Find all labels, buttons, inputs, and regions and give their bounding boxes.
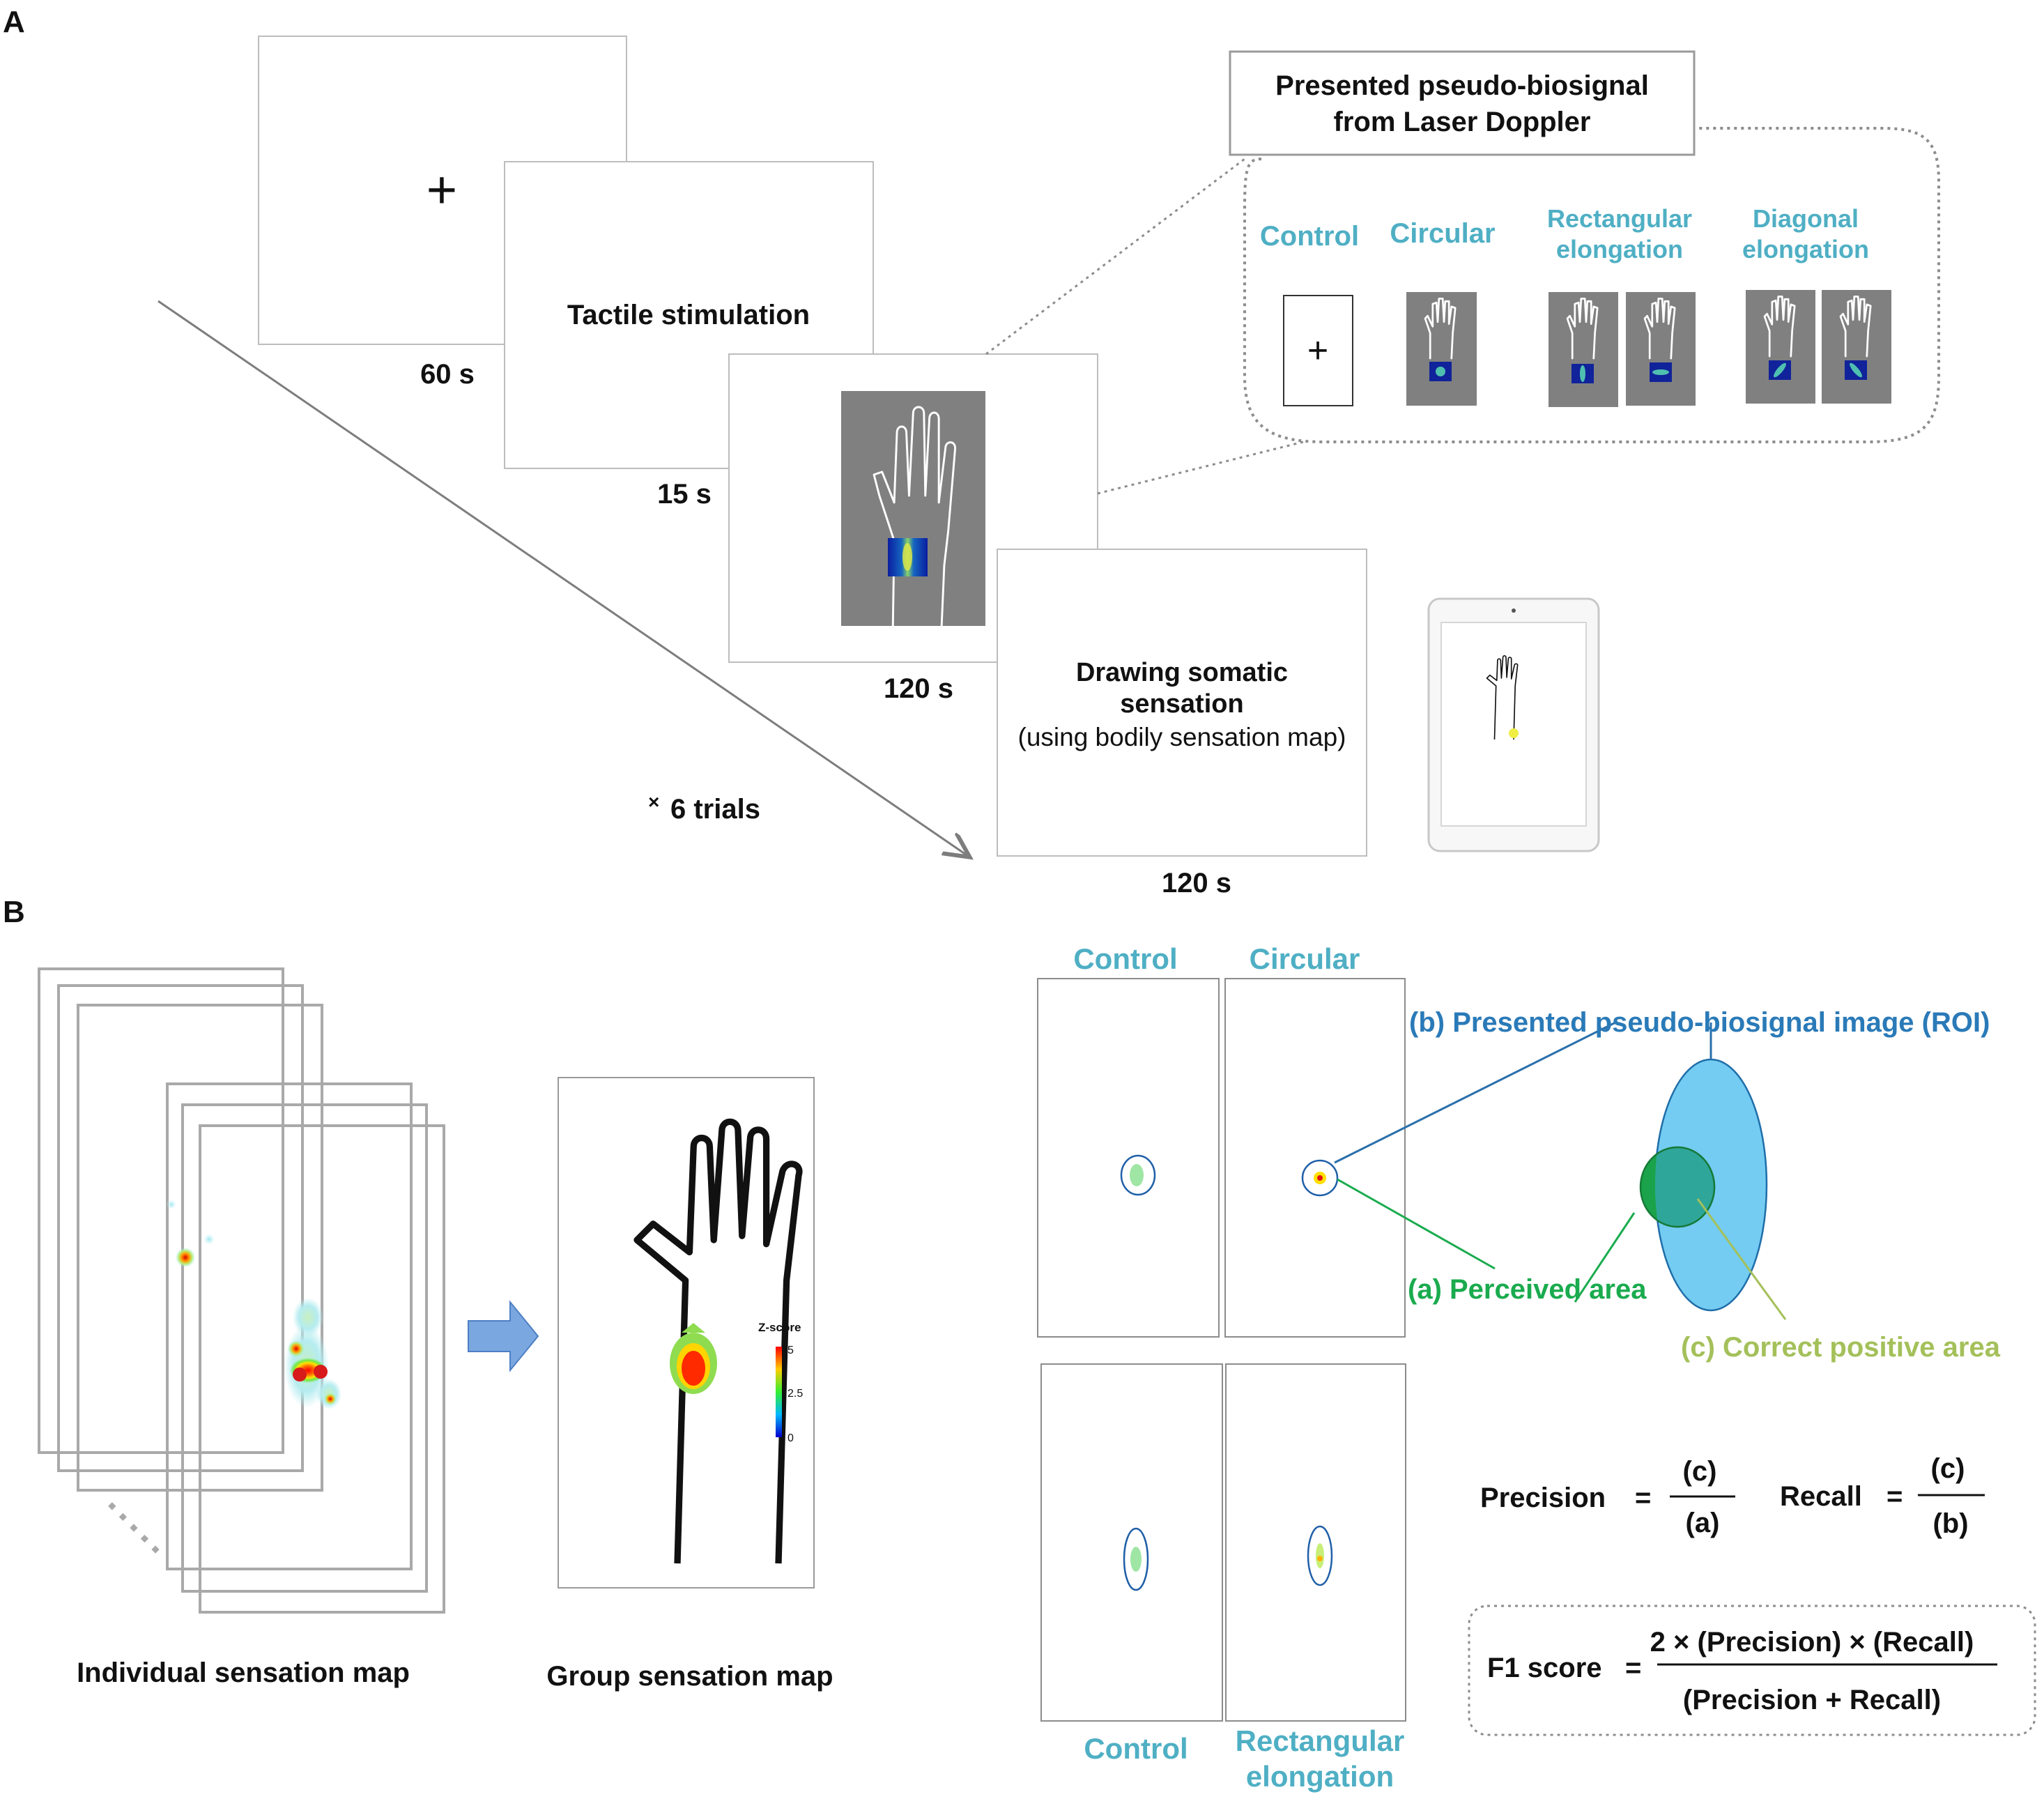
condition-rect-label-2: elongation [1556, 235, 1683, 263]
f1-equals: = [1625, 1653, 1641, 1683]
condition-rect-label-1: Rectangular [1547, 204, 1692, 233]
precision-numerator: (c) [1683, 1456, 1717, 1487]
duration-60s: 60 s [420, 359, 475, 390]
trials-multiplier: × [648, 791, 659, 813]
leader-perceived-map [1337, 1178, 1496, 1270]
map-label-bottom-left: Control [1084, 1732, 1188, 1765]
tablet-illustration [1427, 597, 1600, 852]
condition-diag-label-2: elongation [1742, 235, 1869, 263]
colorbar-tick-2-5: 2.5 [787, 1388, 803, 1400]
leader-roi [1334, 1021, 1616, 1164]
tactile-title: Tactile stimulation [567, 300, 810, 330]
colorbar-tick-0: 0 [787, 1432, 794, 1444]
venn-label-a: (a) Perceived area [1408, 1274, 1647, 1305]
group-map-label: Group sensation map [546, 1661, 833, 1692]
f1-formula: F1 score = 2 × (Precision) × (Recall) (P… [1487, 1627, 1997, 1715]
precision-equals: = [1635, 1483, 1651, 1513]
f1-denominator: (Precision + Recall) [1683, 1685, 1941, 1715]
duration-120s-stim: 120 s [884, 673, 953, 704]
f1-box [1468, 1605, 2036, 1736]
recall-formula: Recall = (c) (b) [1780, 1453, 1985, 1539]
callout-title-box [1229, 50, 1696, 156]
map-label-bottom-right-1: Rectangular [1236, 1724, 1405, 1757]
panel-a-label: A [3, 5, 25, 39]
drawing-screen [997, 549, 1367, 857]
drawing-title-2: sensation [1120, 689, 1243, 719]
f1-numerator: 2 × (Precision) × (Recall) [1650, 1627, 1974, 1658]
callout-title-1: Presented pseudo-biosignal [1275, 70, 1649, 101]
map-label-top-left: Control [1073, 942, 1177, 975]
recall-denominator: (b) [1932, 1508, 1968, 1539]
map-top-left [1037, 978, 1220, 1338]
biosignal-hand-image [841, 391, 985, 629]
venn-diagram [1639, 1058, 1768, 1312]
thumb-rect-horizontal [1626, 292, 1696, 406]
map-top-right [1224, 978, 1406, 1338]
map-label-bottom-right-2: elongation [1246, 1760, 1394, 1793]
colorbar [776, 1347, 782, 1437]
recall-equals: = [1887, 1481, 1903, 1512]
panel-b-label: B [3, 895, 25, 929]
condition-control-label: Control [1260, 221, 1359, 252]
flow-arrow [468, 1300, 539, 1372]
f1-word: F1 score [1487, 1653, 1602, 1683]
thumb-control [1283, 295, 1353, 406]
colorbar-title: Z-score [758, 1321, 801, 1334]
leader-correct [1696, 1198, 1787, 1320]
condition-circular-label: Circular [1390, 218, 1495, 249]
precision-word: Precision [1480, 1483, 1606, 1513]
map-bottom-right [1225, 1363, 1406, 1722]
thumb-rect-vertical [1549, 292, 1618, 407]
condition-diag-label-1: Diagonal [1753, 204, 1859, 233]
duration-120s-draw: 120 s [1162, 868, 1231, 898]
precision-denominator: (a) [1686, 1508, 1720, 1538]
thumb-diag-left [1746, 290, 1815, 404]
duration-15s: 15 s [657, 479, 712, 510]
timeline-arrow [157, 300, 968, 856]
colorbar-tick-5: 5 [787, 1345, 794, 1356]
group-map: Z-score 5 2.5 0 [558, 1077, 815, 1589]
venn-label-c: (c) Correct positive area [1681, 1332, 2001, 1363]
leader-perceived-venn [1574, 1212, 1636, 1303]
fixation-cross: + [427, 160, 457, 220]
recall-numerator: (c) [1931, 1453, 1965, 1484]
map-bottom-left [1040, 1363, 1223, 1722]
map-label-top-right: Circular [1250, 942, 1360, 975]
venn-label-b: (b) Presented pseudo-biosignal image (RO… [1409, 1007, 1990, 1038]
recall-word: Recall [1780, 1481, 1862, 1512]
individual-map-label: Individual sensation map [77, 1658, 410, 1688]
thumb-control-cross: + [1307, 330, 1328, 371]
drawing-title-3: (using bodily sensation map) [1018, 723, 1346, 751]
drawing-title-1: Drawing somatic [1076, 658, 1288, 687]
thumb-circular [1406, 292, 1477, 406]
callout-connector-bottom [1097, 441, 1304, 495]
thumb-diag-right [1822, 290, 1891, 404]
precision-formula: Precision = (c) (a) [1480, 1456, 1735, 1538]
individual-map-stack [38, 967, 445, 1614]
callout-connector-top [985, 158, 1245, 355]
callout-title-2: from Laser Doppler [1334, 107, 1591, 137]
trials-count: 6 trials [670, 794, 760, 825]
